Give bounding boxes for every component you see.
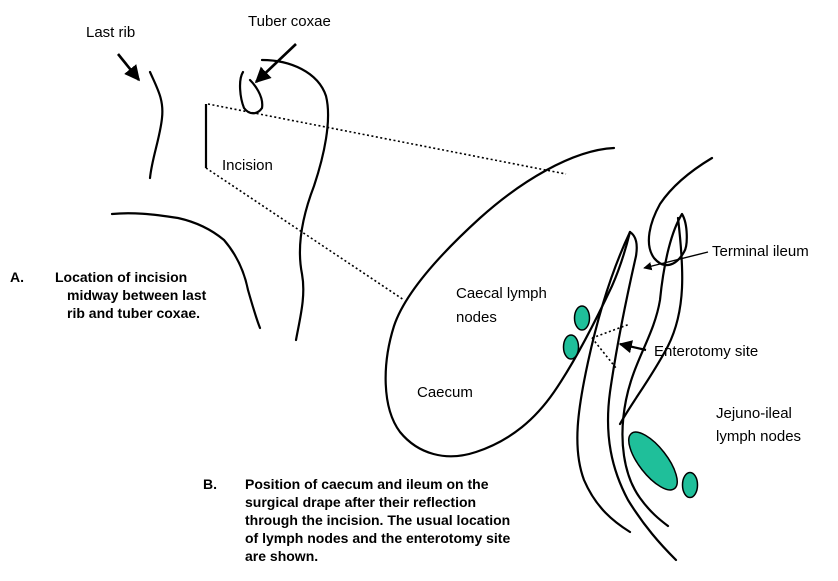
back-outline bbox=[262, 60, 328, 340]
caption-b-letter: B. bbox=[203, 475, 217, 493]
last-rib-arrow bbox=[118, 54, 139, 80]
caption-b-line2: surgical drape after their reflection bbox=[245, 493, 476, 511]
caecal-lymph-node-1 bbox=[575, 306, 590, 330]
label-jejuno-ileal-line2: lymph nodes bbox=[716, 428, 801, 446]
caption-b-line1: Position of caecum and ileum on the bbox=[245, 475, 488, 493]
label-caecum: Caecum bbox=[417, 384, 473, 402]
label-enterotomy-site: Enterotomy site bbox=[654, 343, 758, 361]
enterotomy-site-dotted-lower bbox=[592, 338, 616, 368]
label-jejuno-ileal-line1: Jejuno-ileal bbox=[716, 405, 792, 423]
caption-b-line5: are shown. bbox=[245, 547, 318, 565]
caption-a-letter: A. bbox=[10, 268, 24, 286]
last-rib-outline bbox=[150, 72, 162, 178]
zoom-connector-bottom bbox=[206, 168, 404, 300]
caption-a-line3: rib and tuber coxae. bbox=[67, 304, 200, 322]
jejuno-ileal-lymph-node-1 bbox=[620, 425, 685, 497]
caption-a-line1: Location of incision bbox=[55, 268, 187, 286]
tuber-coxae-arrow bbox=[256, 44, 296, 82]
caption-a-line2: midway between last bbox=[67, 286, 206, 304]
terminal-ileum-arrow bbox=[644, 252, 708, 268]
caption-b-line3: through the incision. The usual location bbox=[245, 511, 510, 529]
label-caecal-lymph-line2: nodes bbox=[456, 309, 497, 327]
caecal-lymph-node-2 bbox=[564, 335, 579, 359]
caption-b-line4: of lymph nodes and the enterotomy site bbox=[245, 529, 510, 547]
label-tuber-coxae: Tuber coxae bbox=[248, 13, 331, 31]
label-incision: Incision bbox=[222, 157, 273, 175]
label-terminal-ileum: Terminal ileum bbox=[712, 243, 809, 261]
enterotomy-arrow bbox=[620, 344, 646, 350]
ileum-end-outline bbox=[620, 218, 682, 424]
jejuno-ileal-lymph-node-2 bbox=[683, 473, 698, 498]
ileum-left-wall bbox=[608, 232, 676, 560]
label-caecal-lymph-line1: Caecal lymph bbox=[456, 285, 547, 303]
label-last-rib: Last rib bbox=[86, 24, 135, 42]
